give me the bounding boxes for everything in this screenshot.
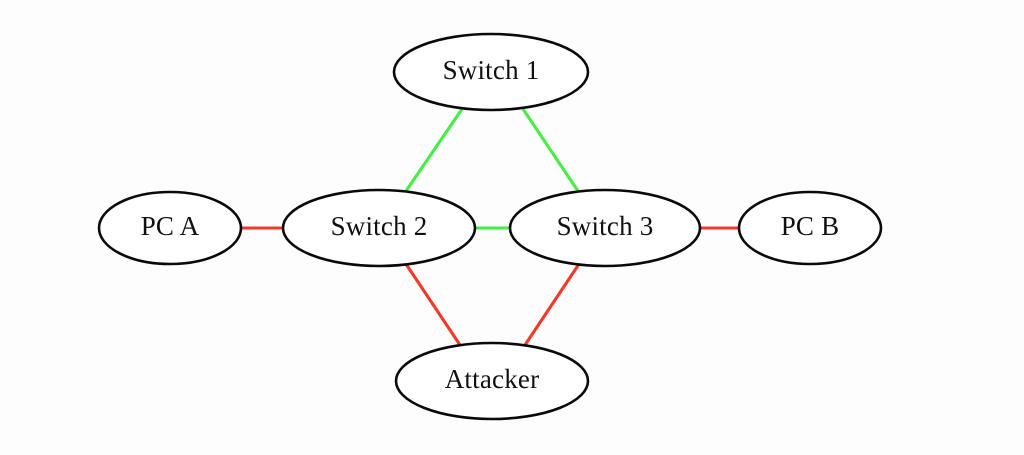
node-shape-pcb[interactable] — [737, 190, 883, 266]
node-switch3[interactable]: Switch 3 — [508, 188, 702, 268]
node-label-switch2: Switch 2 — [331, 211, 428, 241]
nodes-layer: Switch 1 PC A Switch 2 Switch 3 PC B Attacker — [97, 32, 883, 421]
link-switch1-switch2 — [404, 108, 464, 192]
node-shape-pca[interactable] — [97, 190, 243, 266]
node-shape-switch3[interactable] — [508, 188, 702, 268]
node-label-pcb: PC B — [781, 211, 840, 241]
node-shape-switch1[interactable] — [392, 32, 590, 112]
link-switch3-attacker — [521, 263, 581, 349]
node-attacker[interactable]: Attacker — [394, 341, 590, 421]
node-switch2[interactable]: Switch 2 — [281, 188, 477, 268]
node-shape-attacker[interactable] — [394, 341, 590, 421]
node-switch1[interactable]: Switch 1 — [392, 32, 590, 112]
node-shape-switch2[interactable] — [281, 188, 477, 268]
link-switch1-switch3 — [521, 108, 580, 192]
link-switch2-attacker — [404, 263, 464, 349]
node-label-pca: PC A — [141, 211, 200, 241]
node-pca[interactable]: PC A — [97, 190, 243, 266]
node-label-switch3: Switch 3 — [557, 211, 654, 241]
node-label-attacker: Attacker — [445, 364, 540, 394]
edges-layer — [241, 108, 740, 349]
node-pcb[interactable]: PC B — [737, 190, 883, 266]
node-label-switch1: Switch 1 — [443, 55, 540, 85]
